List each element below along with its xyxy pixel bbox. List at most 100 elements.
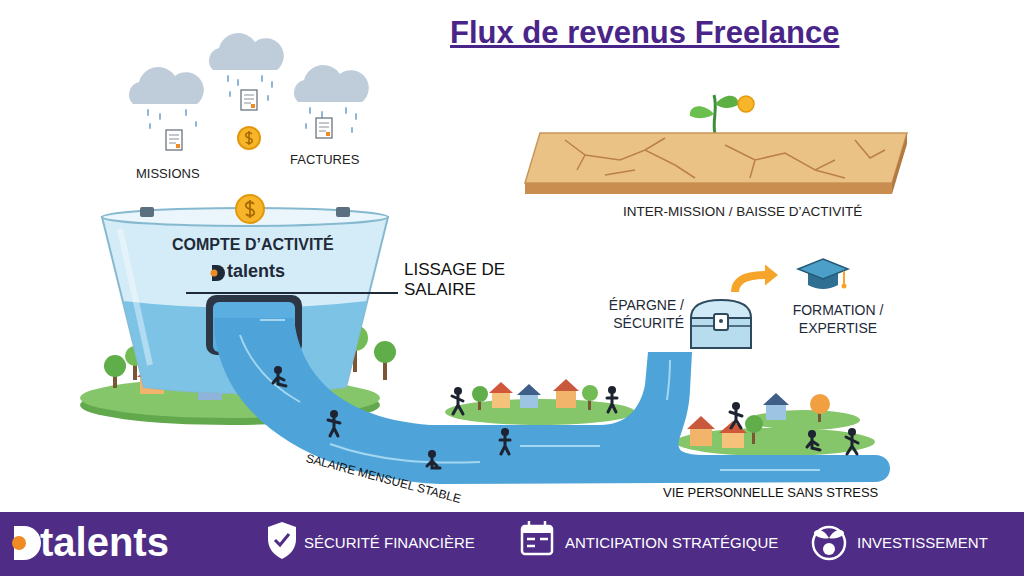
training-cap: FORMATION / EXPERTISE [778, 255, 898, 343]
house-wall [690, 428, 712, 446]
document-stamp [251, 104, 255, 108]
person-body [328, 418, 340, 436]
river-label: VIE PERSONNELLE SANS STRESS [663, 485, 878, 501]
investment-icon [813, 527, 845, 559]
ground-front [525, 183, 892, 194]
document-sheet [316, 118, 332, 138]
coin [738, 96, 754, 112]
person-body [427, 458, 440, 468]
cloud [209, 33, 284, 70]
cloud [129, 67, 204, 104]
person-body [273, 374, 286, 386]
chest-body [691, 318, 751, 348]
house-wall [556, 390, 576, 408]
arrow-line [735, 275, 765, 292]
footer-item: ANTICIPATION STRATÉGIQUE [565, 534, 778, 552]
logo-dot [12, 536, 26, 550]
rain-drops [148, 76, 356, 132]
river-bank [675, 428, 875, 456]
document-lines [169, 135, 179, 143]
person [427, 450, 440, 468]
sprout-leaf [715, 96, 738, 108]
tree-crown [582, 385, 598, 401]
person [500, 428, 510, 454]
tree-crown [810, 394, 830, 414]
cloud [294, 65, 369, 102]
document-icon [166, 130, 182, 150]
document-sheet [166, 130, 182, 150]
footer-item: SÉCURITÉ FINANCIÈRE [304, 534, 475, 552]
diagram-title: Flux de revenus Freelance [450, 14, 839, 51]
coin [236, 195, 264, 223]
cloud-label: MISSIONS [136, 166, 200, 182]
footer-band: talents SÉCURITÉ FINANCIÈRE ANTICIPATION S… [0, 512, 1024, 576]
tank-highlight [120, 229, 150, 365]
person [846, 428, 858, 454]
arrow-head [765, 265, 778, 286]
footer-logo-text: talents [40, 518, 169, 566]
cap-tassel-end [842, 284, 847, 289]
person [328, 410, 340, 436]
chest-keyhole [719, 319, 723, 323]
tree-crown [374, 341, 396, 363]
leader-line [186, 292, 398, 294]
coin-mark [246, 200, 254, 218]
document-lines [319, 123, 329, 131]
house-wall [520, 394, 538, 408]
person [807, 430, 820, 450]
person [730, 402, 742, 428]
person [452, 387, 463, 414]
graduation-cap-shape [798, 255, 858, 299]
person-body [452, 395, 463, 414]
tank-handle [140, 207, 154, 217]
tank-heading: COMPTE D’ACTIVITÉ [172, 235, 334, 254]
tree-crown [104, 355, 126, 377]
person [607, 386, 617, 412]
ground-cracks [565, 138, 885, 178]
house-roof [687, 416, 715, 429]
house-roof [763, 393, 789, 405]
shield-icon [268, 522, 296, 559]
logo-dot [211, 270, 218, 277]
house-wall [766, 404, 786, 420]
tank-water [123, 301, 367, 393]
document-stamp [176, 144, 180, 148]
coin [238, 127, 260, 149]
person [273, 366, 286, 386]
document-icon [241, 90, 257, 110]
tank-handle [336, 207, 350, 217]
house-roof [489, 382, 513, 393]
calendar-lines [527, 521, 548, 546]
investment-leaves [814, 530, 844, 539]
tree-crown [745, 415, 763, 433]
document-sheet [241, 90, 257, 110]
coin-mark [246, 131, 252, 145]
chest-lock [714, 314, 728, 330]
callout-label: LISSAGE DE SALAIRE [404, 260, 524, 299]
shield-check [275, 534, 289, 545]
savings-chest: ÉPARGNE / SÉCURITÉ [600, 292, 755, 354]
ground-side [892, 133, 907, 194]
cloud-label: FACTURES [290, 152, 359, 168]
house-wall [492, 392, 510, 408]
sprout-leaf [690, 106, 714, 118]
document-stamp [326, 132, 330, 136]
person-body [607, 394, 617, 412]
cap-board [798, 259, 848, 279]
document-icon [316, 118, 332, 138]
person-body [730, 410, 742, 428]
ground-top [525, 133, 907, 183]
cap-caption: FORMATION / EXPERTISE [778, 301, 898, 337]
dry-ground: INTER-MISSION / BAISSE D’ACTIVITÉ [525, 120, 915, 220]
investment-coin [823, 543, 835, 555]
chest-caption: ÉPARGNE / SÉCURITÉ [600, 296, 684, 332]
person-body [500, 436, 510, 454]
document-lines [244, 95, 254, 103]
house-roof [553, 379, 579, 391]
footer-item: INVESTISSEMENT [857, 534, 988, 552]
tank-logo-text: talents [227, 261, 285, 283]
flow-arrow [735, 265, 778, 292]
house-wall [722, 432, 744, 448]
sprout-stem [714, 95, 715, 135]
